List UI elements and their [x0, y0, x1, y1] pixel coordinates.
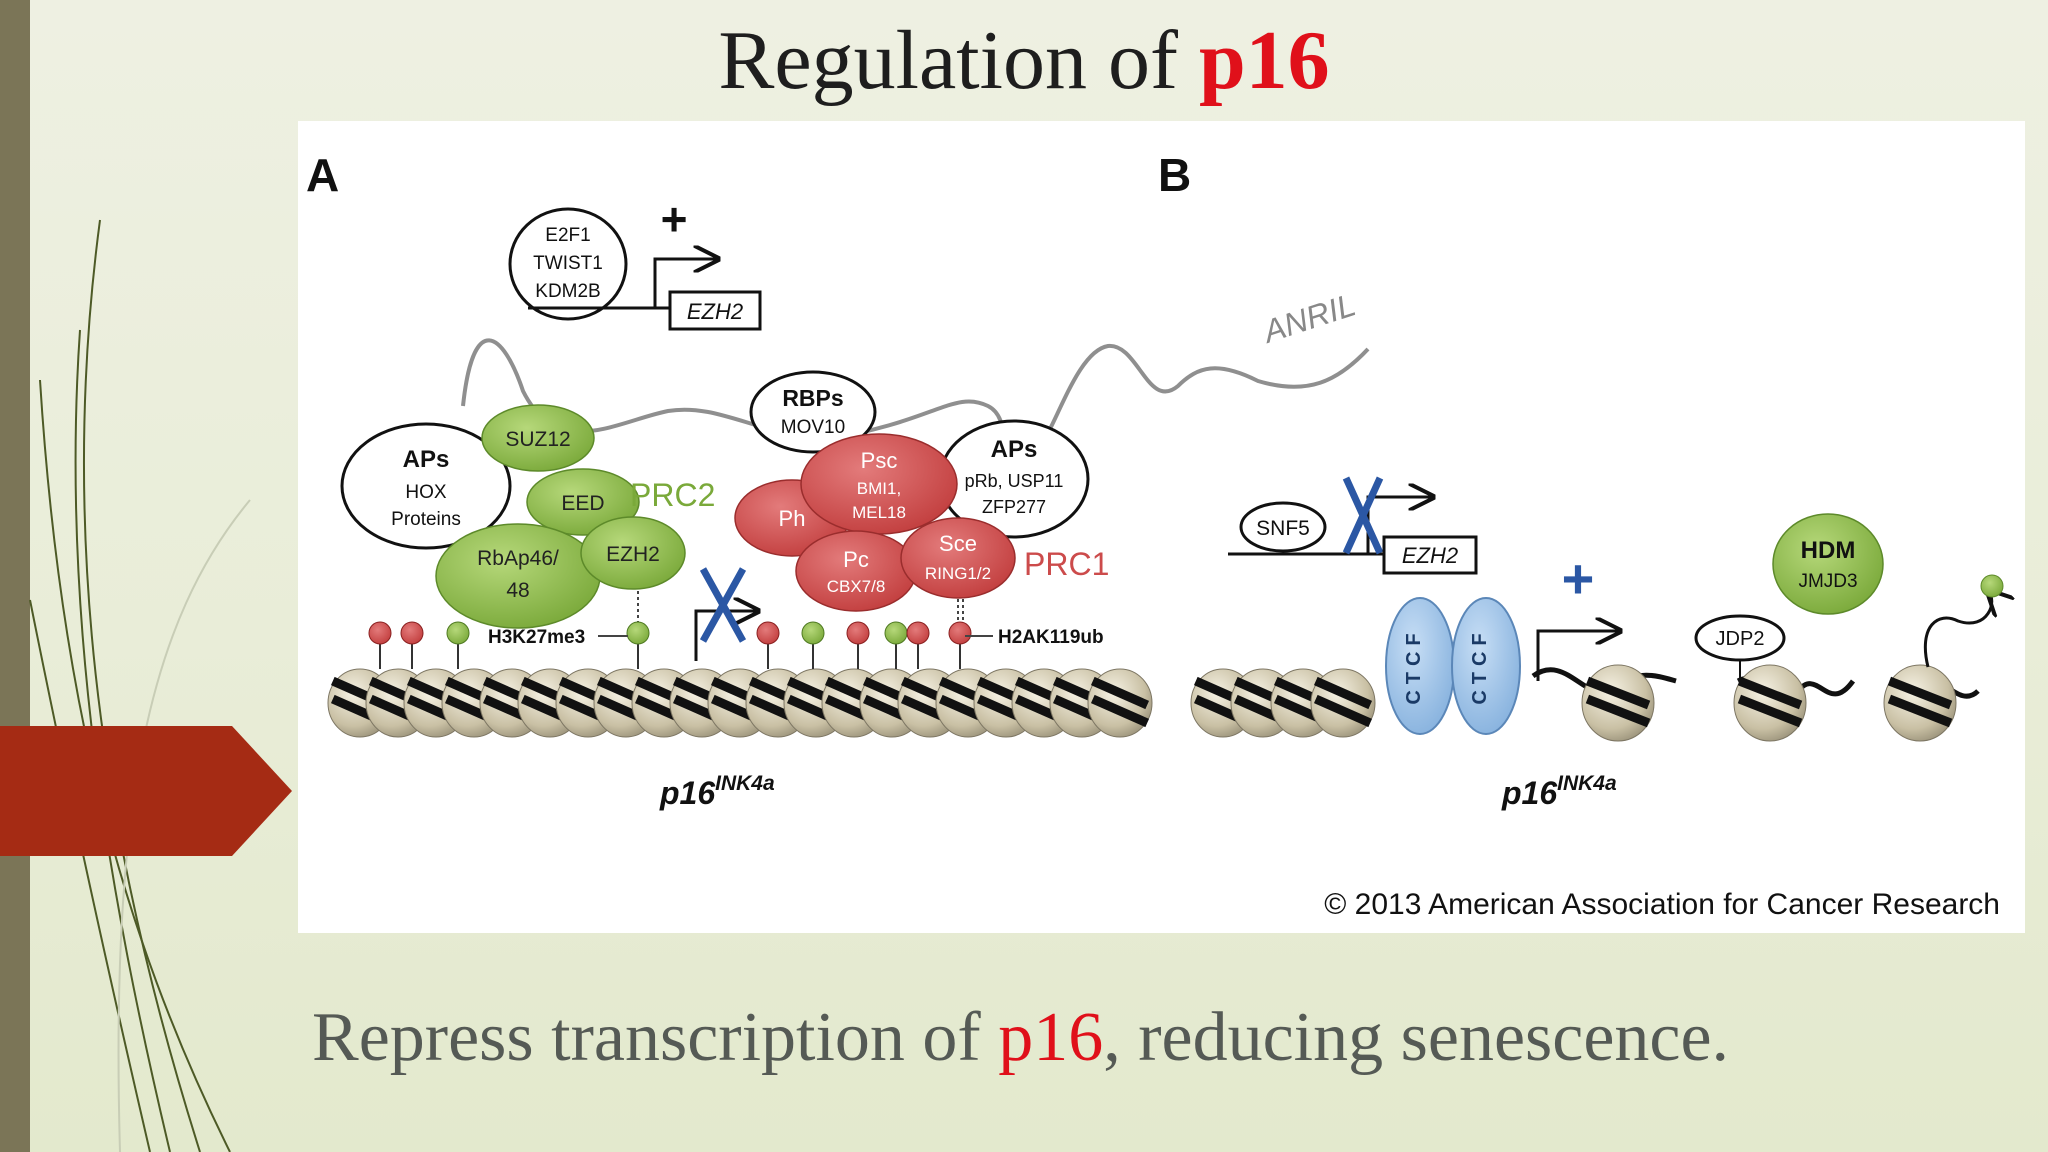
ezh2-subunit: [580, 516, 686, 590]
nucleosome-b-right-3: [1883, 664, 1957, 742]
nucleosome-b-right-1: [1581, 664, 1655, 742]
snf5-oval: [1239, 501, 1327, 553]
prc1-label: PRC1: [1024, 546, 1109, 582]
aps-left-line-1: HOX: [405, 482, 447, 503]
block-x-a: [699, 567, 747, 643]
gene-label-b-sup: INK4a: [1557, 772, 1617, 795]
h3k27me3-mark: [801, 621, 825, 645]
histone-marks-a: [368, 621, 972, 669]
caption-highlight: p16: [998, 999, 1104, 1076]
tf-line-2: TWIST1: [533, 253, 603, 274]
ctcf-2: [1451, 597, 1521, 735]
block-x-b: [1342, 476, 1384, 555]
pc-sub: CBX7/8: [827, 577, 886, 596]
psc-sub-line-1: BMI1,: [857, 479, 901, 498]
hdm-title: HDM: [1801, 537, 1856, 564]
tf-line-1: E2F1: [545, 225, 590, 246]
hdm-oval: [1772, 513, 1884, 615]
snf5-label: SNF5: [1256, 517, 1310, 540]
title-highlight: p16: [1198, 14, 1330, 107]
rbap-line-2: 48: [506, 579, 529, 602]
pc-label: Pc: [843, 547, 869, 572]
gene-label-b: p16INK4a: [1501, 772, 1617, 811]
eed-label: EED: [561, 492, 604, 515]
slide-caption: Repress transcription of p16, reducing s…: [312, 998, 1729, 1078]
ezh2-subunit-label: EZH2: [606, 543, 660, 566]
copyright-notice: © 2013 American Association for Cancer R…: [1324, 888, 2000, 921]
rbap-subunit: [435, 523, 601, 629]
psc-label: Psc: [861, 448, 898, 473]
ph-label: Ph: [779, 506, 806, 531]
h2ak119ub-mark: [846, 621, 870, 645]
section-arrow-tab: [0, 726, 292, 856]
tss-arrow-b-active: [1536, 631, 1620, 681]
aps-right-title: APs: [991, 436, 1038, 463]
psc-sub-line-2: MEL18: [852, 503, 906, 522]
sce-label: Sce: [939, 531, 977, 556]
nucleosome-a-21: [1087, 668, 1153, 738]
regulation-figure: A E2F1 TWIST1 KDM2B + EZH2 ANRIL: [298, 121, 2025, 933]
ctcf-2-label: CTCF: [1469, 627, 1491, 704]
rbps-oval: [749, 370, 877, 454]
suz12-subunit: [481, 404, 595, 472]
ezh2-gene-label-b: EZH2: [1402, 543, 1458, 568]
tf-line-3: KDM2B: [535, 281, 600, 302]
sce-subunit: [900, 517, 1016, 599]
tss-arrow-a-blocked: [694, 611, 758, 661]
aps-left-line-2: Proteins: [391, 509, 461, 530]
aps-left-title: APs: [403, 446, 450, 473]
demethylation-arrow: [1923, 591, 1991, 668]
ezh2-gene-box-b: [1382, 535, 1478, 575]
nucleosome-b-right-2: [1733, 664, 1807, 742]
hdm-sub: JMJD3: [1798, 571, 1857, 592]
gene-label-a: p16INK4a: [659, 772, 775, 811]
title-text: Regulation of: [718, 14, 1199, 107]
h2ak119ub-mark: [400, 621, 424, 645]
gene-label-a-base: p16: [659, 775, 715, 811]
tf-circle: [508, 207, 628, 321]
suz12-label: SUZ12: [505, 428, 570, 451]
aps-right-line-1: pRb, USP11: [965, 471, 1064, 491]
caption-after: , reducing senescence.: [1103, 999, 1730, 1076]
h3k27me3-mark: [884, 621, 908, 645]
h3k27me3-mark: [626, 621, 650, 645]
ezh2-gene-box-a: [668, 290, 762, 331]
panel-b-plus: +: [1562, 547, 1595, 610]
sce-sub: RING1/2: [925, 564, 991, 583]
panel-b-letter: B: [1158, 149, 1191, 201]
panel-a-letter: A: [306, 149, 339, 201]
aps-left-oval: [340, 422, 512, 550]
removed-methyl-mark: [1980, 574, 2004, 598]
nucleosome-array-b: [1190, 664, 1957, 742]
nucleosome-array-a: [327, 668, 1153, 738]
rbap-line-1: RbAp46/: [477, 547, 559, 570]
eed-subunit: [526, 468, 640, 536]
nucleosome-b-left-4: [1310, 668, 1376, 738]
h2ak119ub-mark: [948, 621, 972, 645]
tss-arrow-a-top: [653, 259, 718, 308]
h2ak119ub-label: H2AK119ub: [998, 627, 1104, 648]
aps-right-line-2: ZFP277: [982, 497, 1046, 517]
h2ak119ub-mark: [368, 621, 392, 645]
ezh2-gene-label-a: EZH2: [687, 299, 743, 324]
h2ak119ub-mark: [756, 621, 780, 645]
prc2-label: PRC2: [630, 477, 715, 513]
h2ak119ub-mark: [906, 621, 930, 645]
h3k27me3-label: H3K27me3: [488, 627, 585, 648]
caption-before: Repress transcription of: [312, 999, 999, 1076]
page-title: Regulation of p16: [0, 12, 2048, 109]
panel-a-plus: +: [661, 193, 688, 245]
ctcf-1-label: CTCF: [1403, 627, 1425, 704]
gene-label-a-sup: INK4a: [715, 772, 775, 795]
jdp2-label: JDP2: [1716, 628, 1765, 650]
gene-label-b-base: p16: [1501, 775, 1557, 811]
rbps-title: RBPs: [782, 385, 843, 411]
h3k27me3-mark: [446, 621, 470, 645]
left-accent-bar: [0, 0, 30, 1152]
rbps-sub: MOV10: [781, 417, 845, 438]
